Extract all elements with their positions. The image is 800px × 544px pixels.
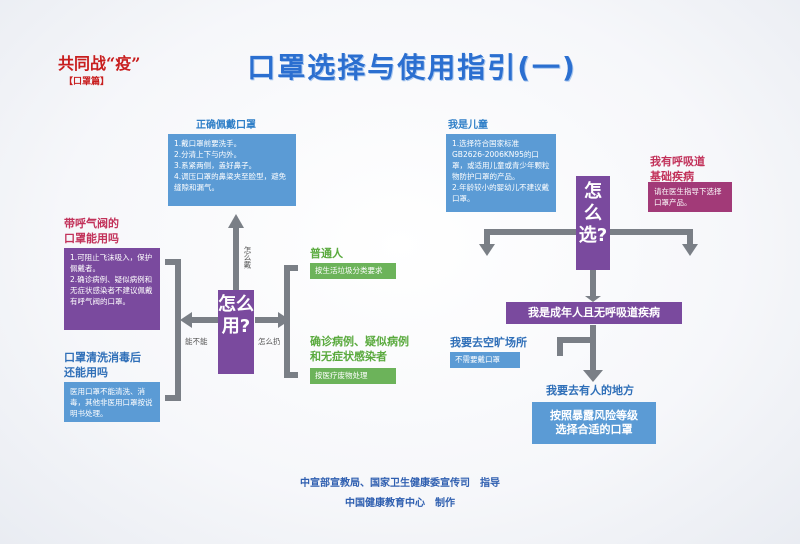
patient-text-box: 按医疗废物处理 xyxy=(310,368,396,384)
arrowhead-adult xyxy=(585,296,601,302)
open-title: 我要去空旷场所 xyxy=(450,336,527,349)
valve-text-box: 1.可阻止飞沫吸入，保护佩戴者。 2.确诊病例、疑似病例和无症状感染者不建议佩戴… xyxy=(64,248,160,330)
how-to-use-label: 怎么用? xyxy=(218,294,254,337)
valve-title: 带呼气阀的 口罩能用吗 xyxy=(64,217,119,245)
arrowhead-up xyxy=(228,214,244,228)
wear-steps-box: 1.戴口罩前要洗手。 2.分清上下与内外。 3.系紧两侧，盖好鼻子。 4.调压口… xyxy=(168,134,296,206)
dispose-arrow-label: 怎么扔 xyxy=(258,337,281,346)
arrowhead-left xyxy=(180,312,192,328)
patient-title: 确诊病例、疑似病例 和无症状感染者 xyxy=(310,335,409,363)
clean-text-box: 医用口罩不能清洗、消毒，其他非医用口罩按说明书处理。 xyxy=(64,382,160,422)
crowd-title: 我要去有人的地方 xyxy=(546,384,634,397)
dispose-bracket xyxy=(284,265,298,378)
arrow-to-child xyxy=(484,229,578,245)
arrowhead-child xyxy=(479,244,495,256)
arrow-to-resp xyxy=(608,229,693,245)
normal-title: 普通人 xyxy=(310,247,343,260)
arrowhead-right xyxy=(278,312,290,328)
left-bracket xyxy=(165,259,181,401)
valve-arrow-label: 能不能 xyxy=(185,337,208,346)
resp-text-box: 请在医生指导下选择口罩产品。 xyxy=(648,182,732,212)
crowd-text-box: 按照暴露风险等级 选择合适的口罩 xyxy=(532,402,656,444)
logo-line2: 【口罩篇】 xyxy=(64,77,110,87)
adult-bar: 我是成年人且无呼吸道疾病 xyxy=(506,302,682,324)
arrow-to-open xyxy=(557,337,593,356)
how-to-use-center: 怎么用? xyxy=(218,290,254,374)
open-text-box: 不需要戴口罩 xyxy=(450,352,520,368)
child-text-box: 1.选择符合国家标准GB2626-2006KN95的口罩，或适用儿童或青少年颗粒… xyxy=(446,134,556,212)
footer-line2: 中国健康教育中心 制作 xyxy=(345,498,455,509)
how-to-choose-center: 怎么选? xyxy=(576,176,610,270)
clean-title: 口罩清洗消毒后 还能用吗 xyxy=(64,351,141,379)
normal-text-box: 按生活垃圾分类要求 xyxy=(310,263,396,279)
arrowhead-resp xyxy=(682,244,698,256)
logo-line1: 共同战“疫” xyxy=(58,54,141,73)
child-title: 我是儿童 xyxy=(448,120,488,131)
how-to-choose-label: 怎么选? xyxy=(578,181,608,246)
arrowhead-crowd xyxy=(583,370,603,382)
wear-title: 正确佩戴口罩 xyxy=(196,120,256,131)
page-title: 口罩选择与使用指引(一) xyxy=(247,51,577,84)
resp-title: 我有呼吸道 基础疾病 xyxy=(650,155,705,183)
logo: 共同战“疫” 【口罩篇】 xyxy=(58,50,150,87)
wear-arrow-label: 怎么戴 xyxy=(243,246,252,269)
footer-line1: 中宣部宣教局、国家卫生健康委宣传司 指导 xyxy=(300,478,500,489)
